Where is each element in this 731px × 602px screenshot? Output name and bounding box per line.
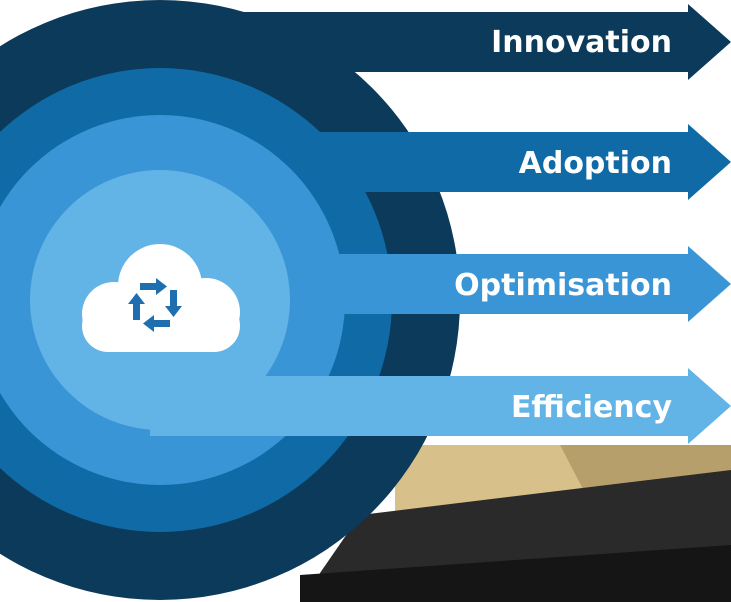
arrow-label-adoption: Adoption (519, 146, 672, 181)
background-photo (300, 445, 731, 602)
arrow-efficiency[interactable] (150, 368, 731, 444)
arrow-label-innovation: Innovation (491, 25, 672, 60)
arrow-innovation[interactable] (150, 4, 731, 80)
cloud-sync-icon (82, 244, 240, 352)
arrow-label-efficiency: Efficiency (511, 390, 673, 425)
sync-arrows-icon (128, 278, 182, 332)
photo-screen-frame (300, 545, 731, 602)
arrow-optimisation[interactable] (150, 246, 731, 322)
arrow-label-optimisation: Optimisation (454, 268, 672, 303)
